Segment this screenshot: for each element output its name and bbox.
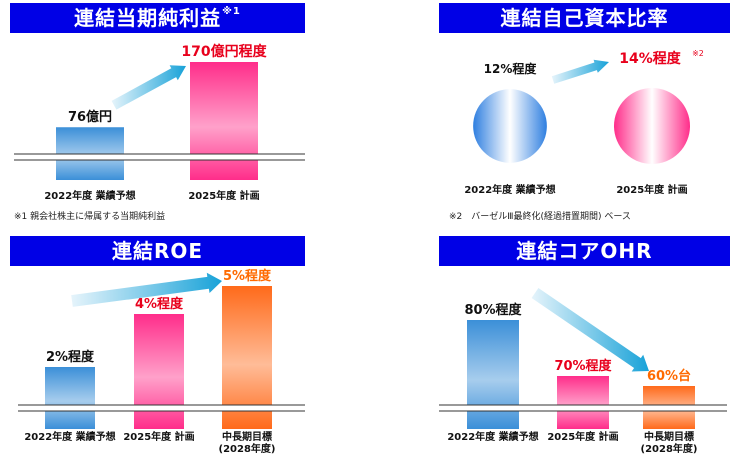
value-footnote-mark: ※2	[692, 49, 704, 58]
bar	[45, 367, 95, 429]
category-label: 2022年度 業績予想	[24, 430, 115, 443]
trend-arrow	[551, 59, 609, 84]
category-label: 2022年度 業績予想	[44, 189, 135, 202]
footnote: ※2 バーゼルⅢ最終化(経過措置期間) ベース	[449, 212, 631, 222]
panel-title: 連結コアOHR	[516, 239, 653, 263]
panel-title-banner: 連結コアOHR	[439, 236, 730, 266]
bubble	[473, 89, 547, 163]
bubble	[614, 88, 690, 164]
panel-title: 連結自己資本比率	[500, 6, 669, 30]
roe-chart: 2%程度 2022年度 業績予想 4%程度 2025年度 計画 5%程度中長期目標(20…	[18, 268, 305, 455]
footnote: ※1 親会社株主に帰属する当期純利益	[14, 212, 166, 222]
bar	[557, 376, 609, 429]
category-label: 2025年度 計画	[123, 430, 194, 443]
title-footnote-mark: ※1	[222, 6, 241, 17]
axis-break-gap	[14, 154, 305, 160]
core-ohr-chart: 80%程度 2022年度 業績予想 70%程度 2025年度 計画 60%台中長期目標(…	[439, 288, 727, 455]
category-label: 2025年度 計画	[547, 430, 618, 443]
capital-ratio-chart: 12%程度 2022年度 業績予想 14%程度 ※2 2025年度 計画	[464, 49, 704, 196]
axis-break-gap	[439, 405, 727, 411]
panel-title-banner: 連結ROE	[10, 236, 305, 266]
category-label: 2025年度 計画	[616, 183, 687, 196]
trend-arrow	[531, 288, 649, 372]
panel-core-ohr: 連結コアOHR 80%程度 2022年度 業績予想 70%程度 2025年度 計画 60…	[365, 233, 730, 466]
panel-title-banner: 連結当期純利益※1	[10, 3, 305, 33]
category-label: 2022年度 業績予想	[447, 430, 538, 443]
category-label: 中長期目標	[222, 430, 272, 443]
net-income-chart: 76億円 2022年度 業績予想 170億円程度 2025年度 計画	[14, 43, 305, 202]
category-label: 2022年度 業績予想	[464, 183, 555, 196]
bar-value-label: 60%台	[647, 368, 691, 384]
category-label: 中長期目標	[644, 430, 694, 443]
bar-value-label: 70%程度	[554, 358, 612, 374]
bar	[134, 314, 184, 429]
bar-value-label: 4%程度	[135, 296, 184, 312]
panel-title: 連結ROE	[111, 239, 204, 263]
bar-value-label: 76億円	[68, 109, 112, 125]
bar-value-label: 2%程度	[46, 349, 95, 365]
bar-value-label: 170億円程度	[181, 43, 267, 60]
axis-break-gap	[18, 405, 305, 411]
panel-roe: 連結ROE 2%程度 2022年度 業績予想 4%程度 2025年度 計画 5%程度中長…	[0, 233, 365, 466]
panel-capital-ratio: 連結自己資本比率 12%程度 2022年度 業績予想 14%程度 ※2 2025年度 計…	[365, 0, 730, 233]
bar-value-label: 80%程度	[464, 302, 522, 318]
category-label: (2028年度)	[219, 442, 276, 455]
category-label: 2025年度 計画	[188, 189, 259, 202]
panel-title: 連結当期純利益	[74, 6, 222, 30]
panel-title-banner: 連結自己資本比率	[439, 3, 730, 33]
category-label: (2028年度)	[641, 442, 698, 455]
bubble-value-label: 12%程度	[484, 61, 538, 76]
trend-arrow	[71, 272, 222, 307]
trend-arrow	[111, 65, 186, 110]
panel-net-income: 連結当期純利益※1 76億円 2022年度 業績予想 170億円程度 2025年度 計…	[0, 0, 365, 233]
bubble-value-label: 14%程度	[619, 50, 682, 67]
bar-value-label: 5%程度	[223, 268, 272, 284]
bar	[190, 62, 258, 180]
bar	[467, 320, 519, 429]
